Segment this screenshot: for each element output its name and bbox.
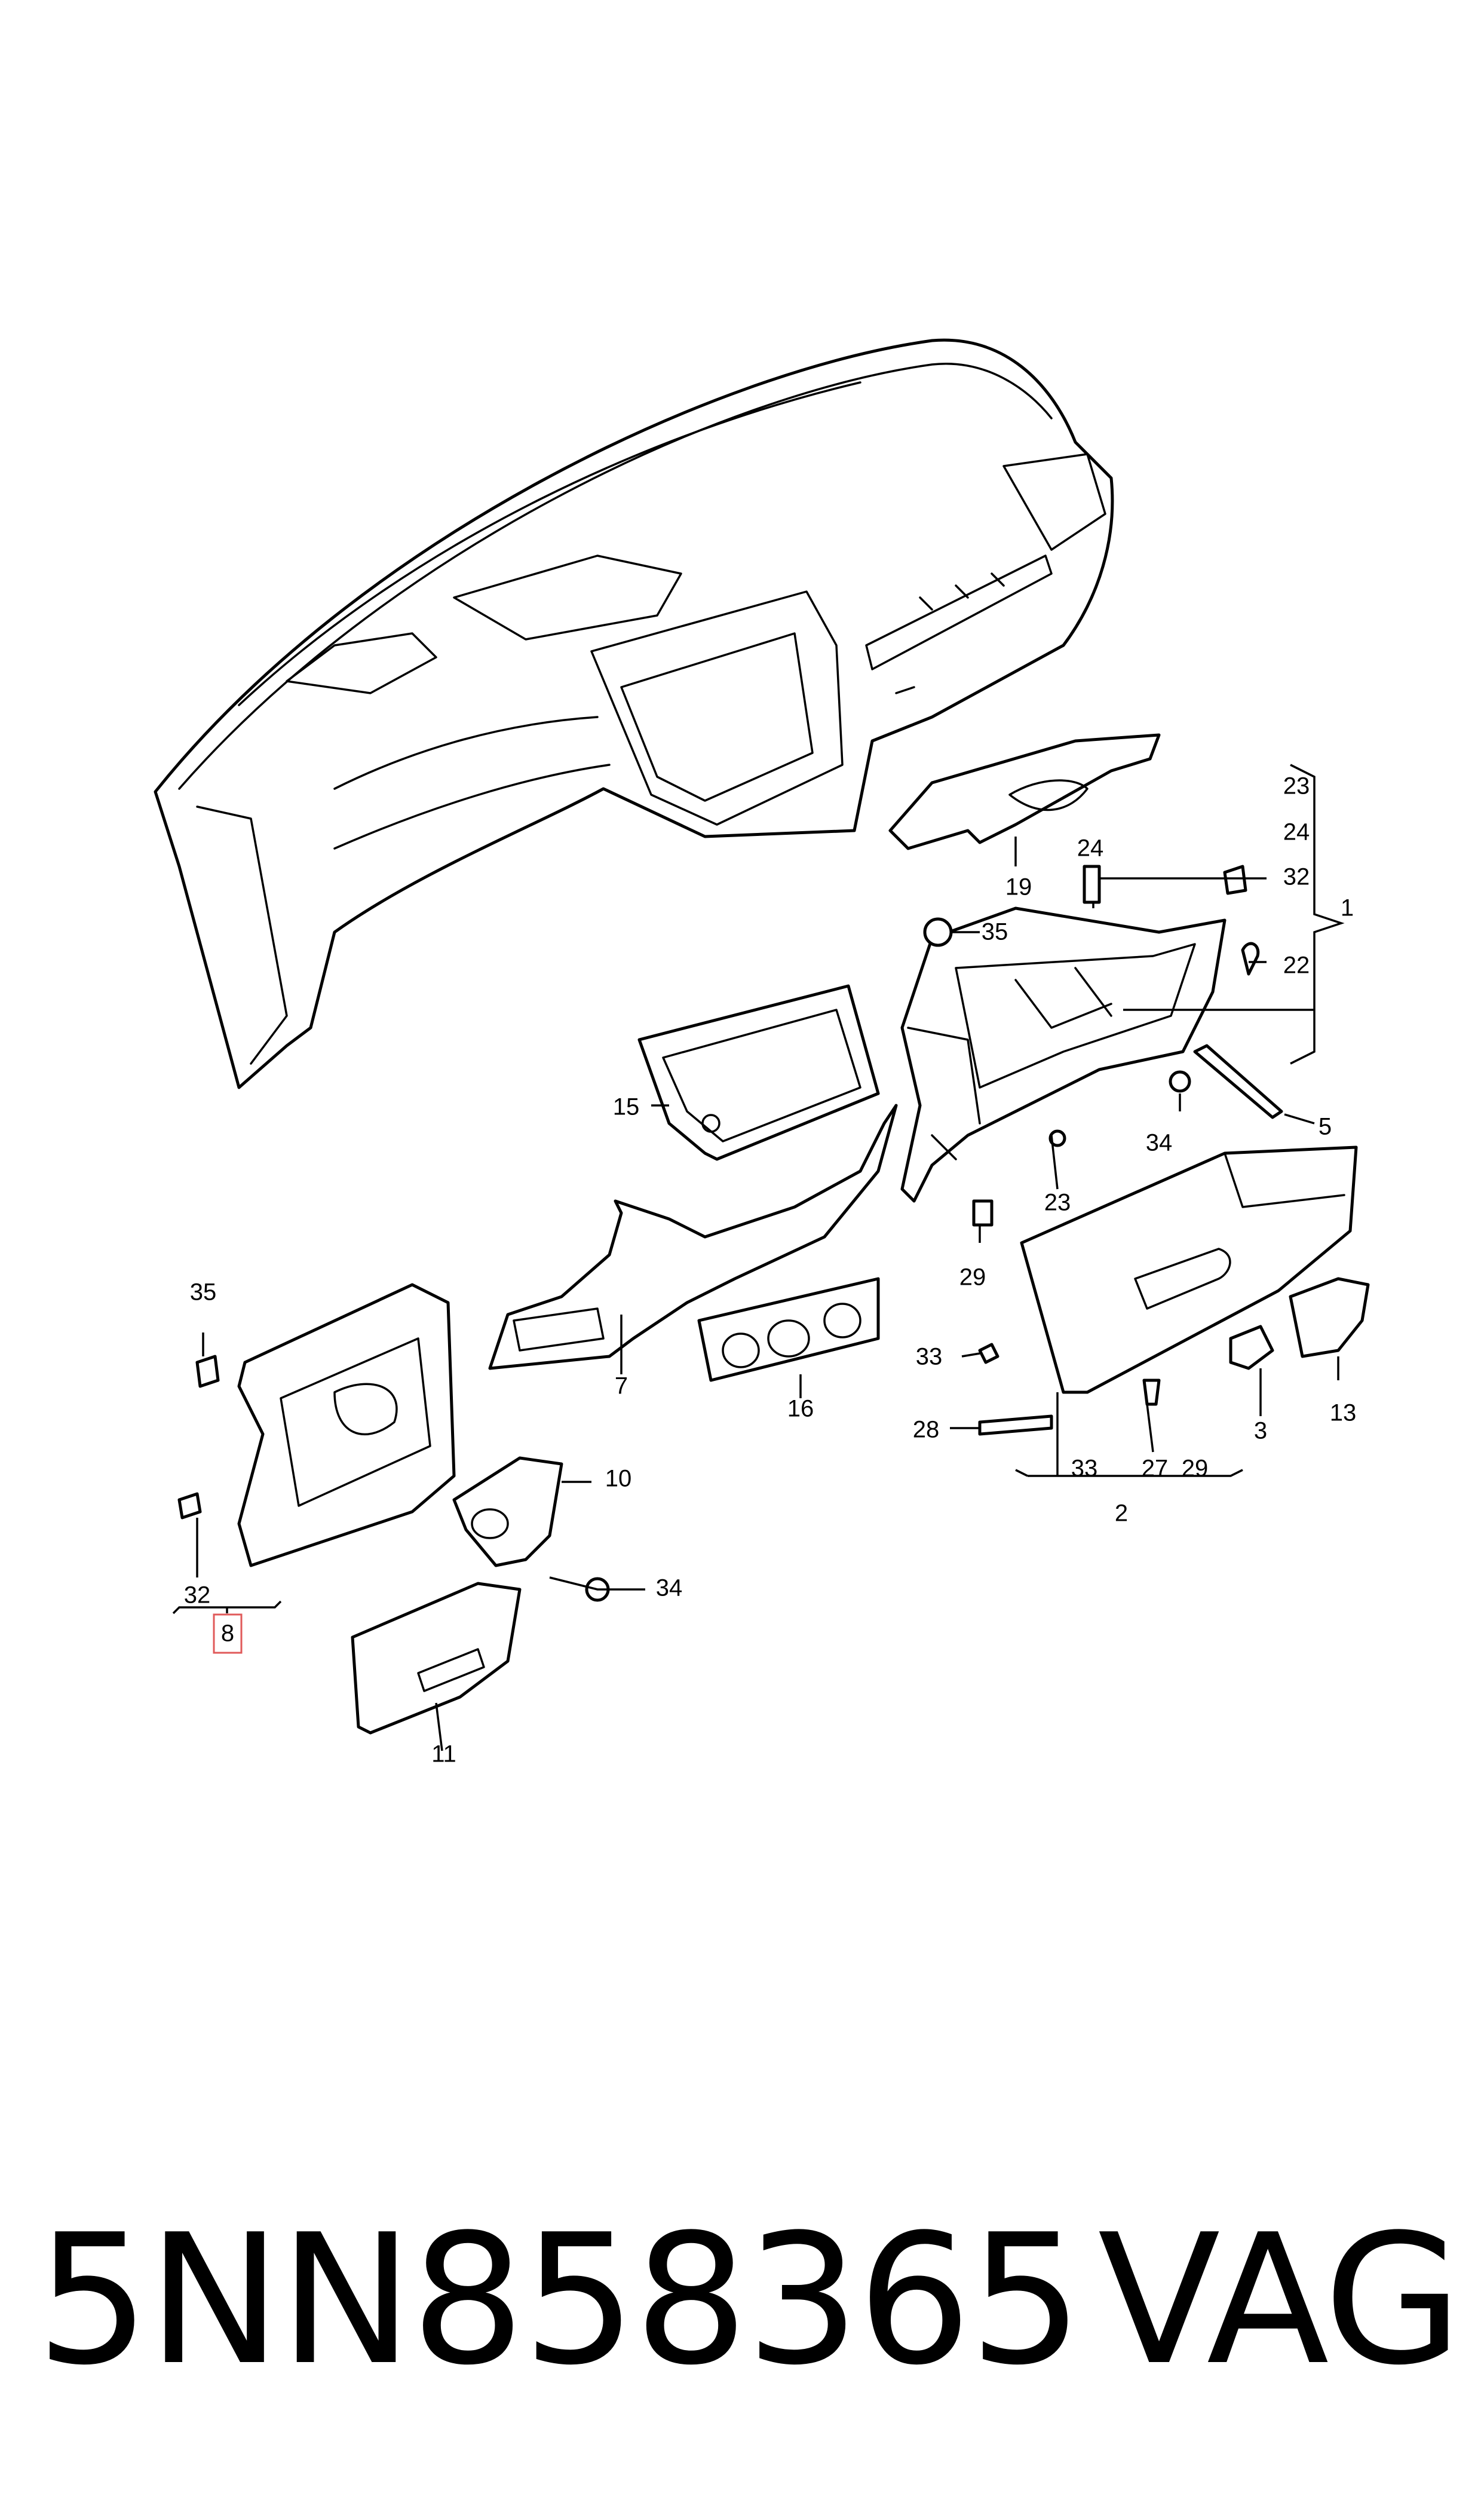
callout-16: 16 bbox=[787, 1396, 814, 1422]
callout-8: 8 bbox=[221, 1621, 234, 1647]
callout-19: 19 bbox=[1005, 874, 1032, 900]
callout-11: 11 bbox=[431, 1741, 456, 1767]
callout-27: 27 bbox=[1142, 1456, 1169, 1482]
callout-10: 10 bbox=[605, 1466, 632, 1492]
bin-part-11 bbox=[351, 1582, 522, 1735]
callout-32-left: 32 bbox=[184, 1582, 211, 1609]
callout-33-mid: 33 bbox=[916, 1344, 943, 1370]
callout-8-highlight bbox=[213, 1613, 243, 1654]
callout-29-bottom: 29 bbox=[1182, 1456, 1209, 1482]
callout-23-top: 23 bbox=[1283, 773, 1310, 799]
callout-33-bottom: 33 bbox=[1071, 1456, 1098, 1482]
callout-5: 5 bbox=[1319, 1114, 1332, 1140]
panel-part-16 bbox=[697, 1277, 880, 1382]
callout-24-top: 24 bbox=[1283, 819, 1310, 846]
frame-part-15 bbox=[637, 984, 880, 1161]
part-caption: 5NN858365 VAG bbox=[36, 2187, 1462, 2414]
fasteners bbox=[177, 865, 1283, 1602]
callout-23-mid: 23 bbox=[1044, 1190, 1071, 1216]
tray-part-13 bbox=[1289, 1277, 1370, 1358]
callout-22: 22 bbox=[1283, 952, 1310, 979]
part-number: 5NN858365 bbox=[36, 2196, 1083, 2404]
callout-34-bottom: 34 bbox=[656, 1575, 683, 1601]
callout-32-right: 32 bbox=[1283, 864, 1310, 890]
dashboard-panel bbox=[154, 338, 1114, 1089]
callout-labels: 23 24 32 1 22 19 24 35 15 34 5 23 29 35 … bbox=[184, 773, 1357, 1767]
callout-35-right: 35 bbox=[982, 919, 1008, 945]
callout-1: 1 bbox=[1341, 895, 1354, 921]
callout-28: 28 bbox=[913, 1417, 940, 1443]
glovebox-lid-part-2 bbox=[1020, 1145, 1358, 1394]
leader-lines bbox=[172, 764, 1345, 1751]
callout-34-right: 34 bbox=[1146, 1130, 1173, 1156]
latch-part-3 bbox=[1229, 1325, 1274, 1370]
glovebox-housing bbox=[900, 906, 1227, 1203]
callout-24-mid: 24 bbox=[1077, 835, 1104, 862]
bracket-part-10 bbox=[452, 1456, 563, 1567]
callout-29-mid: 29 bbox=[959, 1264, 986, 1291]
trim-part-7 bbox=[488, 1104, 898, 1370]
callout-35-left: 35 bbox=[190, 1279, 217, 1306]
callout-15: 15 bbox=[613, 1094, 640, 1120]
callout-13: 13 bbox=[1330, 1400, 1357, 1426]
lower-panel-part-8 bbox=[237, 1283, 456, 1567]
callout-7: 7 bbox=[615, 1373, 628, 1399]
cover-part-19 bbox=[888, 733, 1161, 850]
brand-name: VAG bbox=[1097, 2196, 1462, 2404]
parts-diagram: 23 24 32 1 22 19 24 35 15 34 5 23 29 35 … bbox=[154, 338, 1370, 1767]
callout-3: 3 bbox=[1254, 1418, 1267, 1444]
callout-2: 2 bbox=[1115, 1500, 1128, 1527]
